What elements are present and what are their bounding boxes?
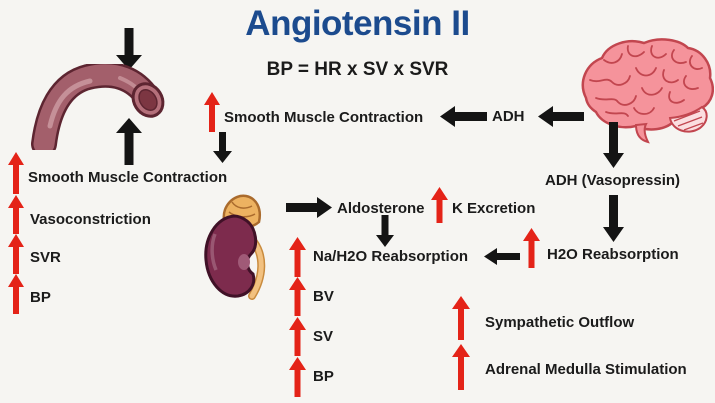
vessel-effect-label: SVR xyxy=(30,249,61,266)
adrenal-medulla-stimulation-label: Adrenal Medulla Stimulation xyxy=(485,361,687,378)
kidney-effect-label: SV xyxy=(313,328,334,345)
vessel-effect-label: Vasoconstriction xyxy=(30,211,151,228)
k-excretion-label: K Excretion xyxy=(452,200,536,217)
flow-left-arrow-icon xyxy=(484,248,520,265)
increase-arrow-icon xyxy=(8,195,24,234)
flow-right-arrow-icon xyxy=(286,197,332,218)
adh-vasopressin-label: ADH (Vasopressin) xyxy=(545,172,681,189)
increase-arrow-icon xyxy=(289,237,306,277)
vessel-effect-label: BP xyxy=(30,289,51,306)
vessel-effect-label: Smooth Muscle Contraction xyxy=(28,169,228,186)
increase-arrow-icon xyxy=(452,344,470,390)
blood-vessel-illustration xyxy=(24,64,170,150)
bp-formula: BP = HR x SV x SVR xyxy=(266,59,449,80)
increase-arrow-icon xyxy=(289,277,306,316)
page-title: Angiotensin II xyxy=(245,4,470,43)
increase-arrow-icon xyxy=(8,274,24,314)
kidney-effect-label: BP xyxy=(313,368,334,385)
kidney-effect-label: BV xyxy=(313,288,334,305)
flow-down-arrow-icon xyxy=(213,132,232,163)
flow-left-arrow-icon xyxy=(440,106,487,127)
brain-illustration xyxy=(576,38,714,145)
h2o-reabsorption-label: H2O Reabsorption xyxy=(547,246,679,263)
increase-arrow-icon xyxy=(289,317,306,356)
increase-arrow-icon xyxy=(204,92,220,132)
increase-arrow-icon xyxy=(8,234,24,274)
kidney-illustration xyxy=(202,190,282,304)
increase-arrow-icon xyxy=(8,152,24,194)
flow-down-arrow-icon xyxy=(603,195,624,242)
increase-arrow-icon xyxy=(523,228,540,268)
increase-arrow-icon xyxy=(452,296,470,340)
sympathetic-outflow-label: Sympathetic Outflow xyxy=(485,314,635,331)
smooth-muscle-contraction-label: Smooth Muscle Contraction xyxy=(224,109,424,126)
flow-down-arrow-icon xyxy=(376,215,394,247)
increase-arrow-icon xyxy=(289,357,306,397)
na-h2o-reabsorption-label: Na/H2O Reabsorption xyxy=(313,248,469,265)
aldosterone-label: Aldosterone xyxy=(337,200,425,217)
adh-label: ADH xyxy=(492,108,525,125)
increase-arrow-icon xyxy=(431,187,448,223)
